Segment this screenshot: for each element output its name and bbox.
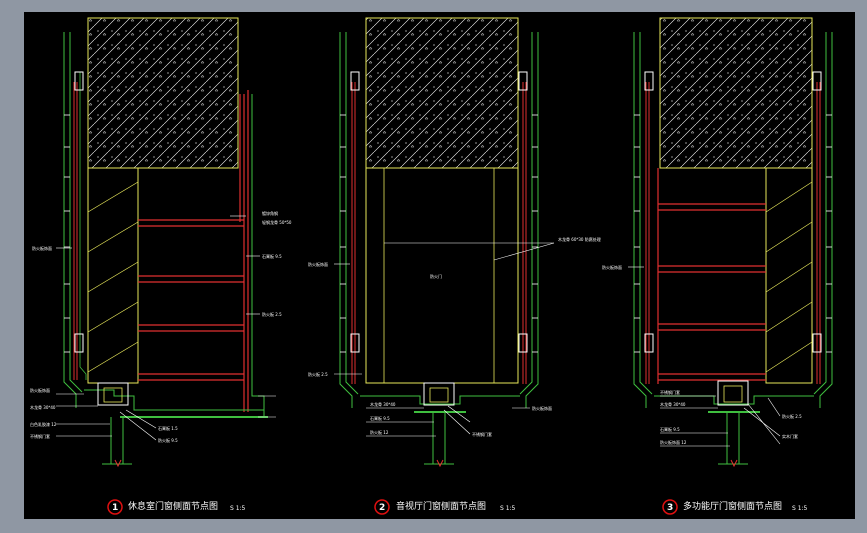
ticks (340, 114, 538, 353)
label: 镀锌角钢 (262, 210, 278, 216)
detail-number-marker (662, 499, 678, 515)
door-rails (138, 90, 249, 412)
detail-number: 3 (667, 503, 673, 513)
outer-outline (69, 32, 83, 393)
leaders (56, 215, 276, 441)
door-sill (429, 387, 449, 403)
detail-number-marker (374, 499, 390, 515)
outer-outline (63, 32, 77, 408)
detail-title: 音视厅门窗侧面节点图 (396, 500, 486, 512)
detail-2: 防火板饰面 木龙骨 60*30 防腐处理 防火门 防火板 2.5 木龙骨 30*… (308, 17, 601, 515)
label: 防火板饰面 (532, 405, 552, 411)
outer-outline (639, 32, 653, 395)
wall-block (765, 167, 813, 384)
detail-3: 防火板饰面 不锈钢门套 木龙骨 30*40 石膏板 9.5 防火板饰面 12 防… (602, 17, 833, 515)
block-hatch (765, 181, 813, 373)
label: 不锈钢门套 (660, 389, 680, 395)
leaders (334, 242, 555, 437)
label: 不锈钢门套 (472, 431, 492, 437)
outer-outline (819, 32, 833, 408)
label: 实木门套 (782, 433, 798, 439)
steel-bracket (518, 71, 528, 91)
label: 不锈钢门套 (30, 433, 50, 439)
outer-outline (525, 32, 539, 408)
door-sill (97, 382, 129, 406)
label: 木龙骨 30*40 (370, 401, 396, 407)
label: 防火板饰面 (32, 245, 52, 251)
concrete-wall-section (87, 17, 239, 169)
label: 防火板 2.5 (308, 371, 328, 377)
door-rails (657, 168, 766, 384)
break-mark (730, 459, 738, 468)
label: 防火门 (430, 273, 442, 279)
label: 轻钢龙骨 50*50 (262, 219, 292, 225)
ticks (634, 114, 832, 353)
steel-bracket (644, 333, 654, 353)
block-hatch (87, 181, 139, 373)
door-sill (423, 382, 455, 406)
ticks (64, 114, 70, 353)
outer-outline (339, 32, 353, 408)
outer-outline (345, 32, 359, 395)
steel-bracket (644, 71, 654, 91)
label: 防火板饰面 (308, 261, 328, 267)
steel-bracket (74, 71, 84, 91)
label: 防火板 2.5 (782, 413, 802, 419)
label: 防火板 12 (370, 429, 389, 435)
concrete-wall-section (659, 17, 813, 169)
label: 防火板饰面 12 (660, 439, 687, 445)
break-mark (436, 459, 444, 468)
door-panel (365, 167, 519, 384)
concrete-wall-section (365, 17, 519, 169)
label: 石膏板 9.5 (660, 426, 680, 432)
label: 防火板饰面 (30, 387, 50, 393)
label: 木龙骨 30*40 (660, 401, 686, 407)
outer-outline (519, 32, 533, 395)
floor-outline (84, 389, 264, 411)
door-sill (717, 380, 749, 406)
label: 石膏板 9.5 (262, 253, 282, 259)
outer-outline (633, 32, 647, 408)
door-sill (723, 385, 743, 403)
steel-bracket (812, 333, 822, 353)
label: 石膏板 9.5 (370, 415, 390, 421)
label: 防火板饰面 (602, 264, 622, 270)
door-sill (103, 387, 123, 403)
steel-bracket (74, 333, 84, 353)
detail-title: 休息室门窗侧面节点图 (128, 500, 218, 512)
detail-number: 2 (379, 503, 385, 513)
label: 石膏板 1.5 (158, 425, 178, 431)
label: 防火板 2.5 (262, 311, 282, 317)
cad-viewport[interactable]: 防火板饰面 镀锌角钢 轻钢龙骨 50*50 石膏板 9.5 防火板 2.5 防火… (24, 12, 855, 519)
inner-outline (79, 72, 87, 380)
steel-bracket (518, 333, 528, 353)
label: 木龙骨 30*40 (30, 404, 56, 410)
label: 木龙骨 60*30 防腐处理 (558, 236, 601, 242)
steel-bracket (350, 71, 360, 91)
floor-outline (360, 395, 520, 405)
steel-bracket (350, 333, 360, 353)
detail-number: 1 (112, 503, 118, 513)
detail-scale: S 1:5 (230, 505, 246, 512)
label: 防火板 9.5 (158, 437, 178, 443)
steel-bracket (812, 71, 822, 91)
outer-outline (813, 32, 827, 395)
wall-block (87, 167, 139, 384)
detail-1: 防火板饰面 镀锌角钢 轻钢龙骨 50*50 石膏板 9.5 防火板 2.5 防火… (30, 17, 292, 515)
detail-scale: S 1:5 (500, 505, 516, 512)
detail-scale: S 1:5 (792, 505, 808, 512)
leaders (628, 266, 781, 447)
detail-title: 多功能厅门窗侧面节点图 (683, 500, 782, 512)
break-mark (114, 459, 122, 468)
label: 白色乳胶漆 12 (30, 421, 57, 427)
detail-number-marker (107, 499, 123, 515)
cad-drawing-canvas[interactable]: 防火板饰面 镀锌角钢 轻钢龙骨 50*50 石膏板 9.5 防火板 2.5 防火… (24, 12, 855, 519)
